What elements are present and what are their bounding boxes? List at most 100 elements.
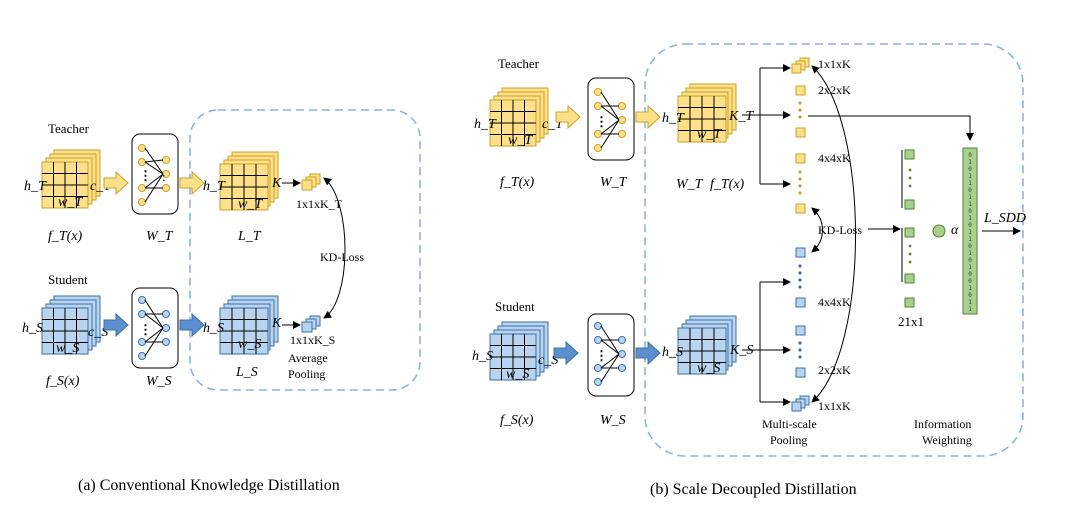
- left-student-arrow-2: [179, 312, 205, 338]
- right-student-scale-label-2: 2x2xK: [818, 363, 851, 377]
- right-dashed-region: [644, 43, 1024, 457]
- right-teacher-arrow-2: [635, 104, 661, 130]
- weight-bit: 1: [968, 299, 972, 306]
- weight-bit: 0: [968, 152, 972, 159]
- svg-text:⋮: ⋮: [139, 322, 152, 337]
- right-teacher-logit-below-2: f_T(x): [710, 177, 745, 192]
- weight-bit: 1: [968, 250, 972, 257]
- left-student-logit-h: h_S: [203, 321, 224, 336]
- right-teacher-scale-label-2: 2x2xK: [818, 83, 851, 97]
- right-alpha: α: [951, 223, 959, 238]
- right-loss-label: L_SDD: [983, 211, 1026, 226]
- right-kd-loss-outer-arrow: [811, 65, 856, 403]
- left-teacher-feature-map: [41, 149, 101, 209]
- left-student-network: [131, 287, 179, 369]
- right-teacher-weight: W_T: [600, 175, 628, 190]
- weight-bit: 1: [968, 201, 972, 208]
- svg-text::: :: [162, 169, 166, 184]
- right-teacher-scale-2x2: [795, 85, 806, 138]
- weight-bit: 0: [968, 222, 972, 229]
- right-teacher-func: f_T(x): [500, 175, 535, 190]
- weight-bit: 0: [968, 243, 972, 250]
- right-student-scale-2x2: [795, 325, 806, 378]
- weight-bit: 0: [968, 166, 972, 173]
- left-student-logit-k: K: [271, 316, 282, 331]
- right-student-scale-4x4: [795, 247, 806, 308]
- svg-text:⋮: ⋮: [595, 114, 608, 129]
- left-teacher-pooled-vector: [301, 173, 321, 191]
- right-student-arrow-2: [635, 340, 661, 366]
- left-student-c: c_S: [88, 325, 108, 340]
- right-size-square: [904, 297, 915, 308]
- right-pool-label-2: Pooling: [770, 433, 807, 447]
- left-kd-loss-arrow: [323, 177, 346, 319]
- left-pool-label-1: Average: [288, 351, 328, 365]
- weight-bit: 0: [968, 257, 972, 264]
- right-student-weight: W_S: [600, 413, 626, 428]
- weight-bit: 1: [968, 285, 972, 292]
- weight-bit: 1: [968, 236, 972, 243]
- right-student-network: [587, 313, 635, 397]
- right-teacher-network-nodes: [594, 88, 626, 152]
- right-info-label-1: Information: [914, 417, 971, 431]
- left-student-logit-name: L_S: [235, 365, 258, 380]
- right-student-func: f_S(x): [500, 413, 534, 428]
- right-kd-loss-inner-arrow: [811, 207, 823, 253]
- right-student-logit-h: h_S: [662, 345, 683, 360]
- left-student-pooled-vector: [301, 315, 321, 333]
- left-student-func: f_S(x): [46, 374, 80, 389]
- right-teacher-arrow-1: [555, 104, 581, 130]
- left-teacher-logit-name: L_T: [237, 229, 262, 244]
- left-student-feature-map: [41, 295, 101, 355]
- right-teacher-scale-1x1: [791, 57, 810, 74]
- weight-bit: 1: [968, 159, 972, 166]
- right-student-scale-label-3: 1x1xK: [818, 399, 851, 413]
- left-teacher-arrow-1: [103, 170, 129, 196]
- right-panel: Teacher Student h_T c_T w_T f_T(x) ⋮ W_T: [472, 43, 1026, 498]
- left-student-arrow-1: [103, 312, 129, 338]
- left-teacher-logit-map: [219, 151, 279, 211]
- right-info-label-2: Weighting: [922, 433, 972, 447]
- right-weight-vector: [962, 147, 978, 315]
- left-dashed-region: [189, 109, 421, 391]
- svg-text:⋮: ⋮: [595, 348, 608, 363]
- weight-bit: 1: [968, 264, 972, 271]
- right-teacher-network: [587, 77, 635, 161]
- left-student-logit-map: [219, 295, 279, 355]
- right-teacher-logit-h: h_T: [662, 111, 685, 126]
- right-student-scale-1x1: [791, 395, 810, 412]
- left-teacher-weight: W_T: [146, 229, 174, 244]
- right-teacher-feature-map: [489, 87, 549, 147]
- weight-bit: 1: [968, 194, 972, 201]
- right-teacher-scale-label-1: 1x1xK: [818, 57, 851, 71]
- weight-bit: 0: [968, 271, 972, 278]
- weight-bit: 1: [968, 306, 972, 313]
- weight-bit: 0: [968, 292, 972, 299]
- right-student-feature-map: [489, 321, 549, 381]
- left-teacher-pool-size: 1x1xK_T: [296, 197, 343, 211]
- right-student-logit-map: [677, 315, 737, 375]
- right-size-label: 21x1: [898, 314, 924, 329]
- left-teacher-h: h_T: [24, 179, 47, 194]
- right-teacher-w: w_T: [508, 133, 533, 148]
- right-caption: (b) Scale Decoupled Distillation: [650, 481, 857, 498]
- left-kd-loss-label: KD-Loss: [320, 250, 364, 264]
- weight-bit: 1: [968, 215, 972, 222]
- left-teacher-func: f_T(x): [48, 229, 83, 244]
- left-teacher-arrow-2: [179, 170, 205, 196]
- right-teacher-logit-below-1: W_T: [676, 177, 704, 192]
- left-caption: (a) Conventional Knowledge Distillation: [78, 477, 340, 494]
- right-student-c: c_S: [538, 353, 558, 368]
- left-teacher-logit-w: w_T: [238, 197, 263, 212]
- right-loss-vector-top: [901, 149, 915, 210]
- weight-bit: 1: [968, 173, 972, 180]
- right-student-label: Student: [495, 299, 535, 314]
- right-student-w: w_S: [506, 367, 529, 382]
- left-panel: Teacher Student h_T c_T w_T f_T(x) ⋮ : W…: [22, 109, 421, 494]
- right-student-logit-k: K_S: [729, 343, 753, 358]
- left-teacher-network: [131, 133, 179, 215]
- right-teacher-logit-k: K_T: [728, 109, 754, 124]
- right-teacher-logit-map: [677, 83, 737, 143]
